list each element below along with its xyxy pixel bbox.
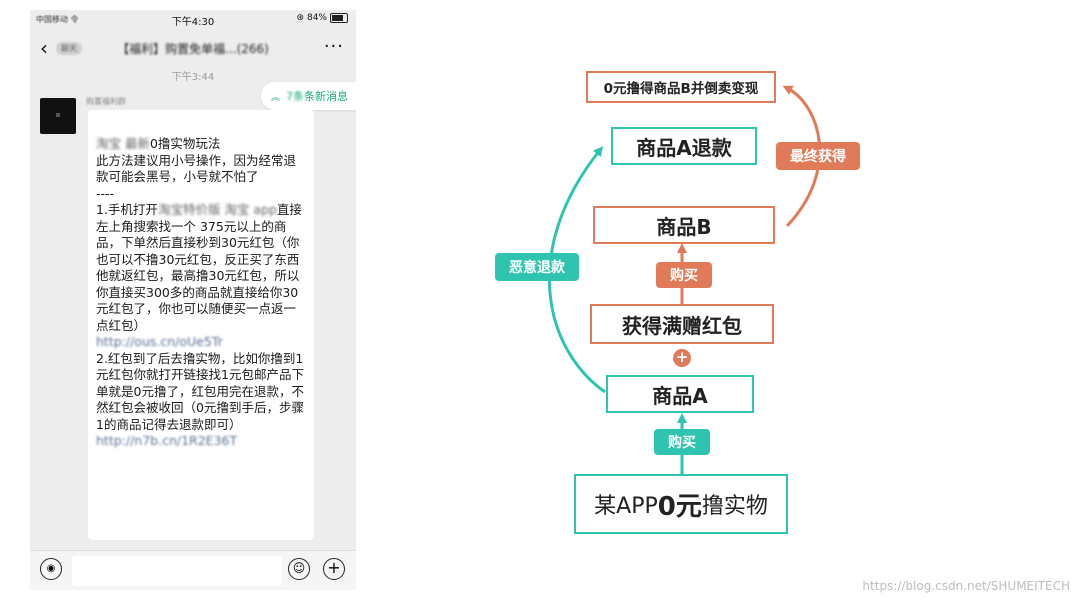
status-bar: 中国移动 令 下午4:30 ⊛ 84% [30,10,356,30]
phone-screenshot: 中国移动 令 下午4:30 ⊛ 84% ‹ 聊天 【福利】购置免单福...(26… [30,10,356,590]
message-bubble[interactable]: 淘宝 最新0撸实物玩法 此方法建议用小号操作，因为经常退款可能会黑号，小号就不怕… [88,110,314,540]
node-coupon: 获得满赠红包 [590,304,774,344]
battery-icon [330,13,348,23]
new-messages-count: 7条 [286,90,304,103]
message-text-intro: 0撸实物玩法 此方法建议用小号操作，因为经常退款可能会黑号，小号就不怕了 ---… [96,136,297,217]
chat-title: 【福利】购置免单福...(266) [117,42,269,56]
message-text-step2: 2.红包到了后去撸实物，比如你撸到1元红包你就打开链接找1元包邮产品下单就是0元… [96,350,304,432]
node-top-goal: 0元撸得商品B并倒卖变现 [586,71,776,103]
blurred-text: 淘宝 最新 [96,136,150,151]
tag-final-get: 最终获得 [776,142,860,170]
chat-nav-bar: ‹ 聊天 【福利】购置免单福...(266) ··· [30,30,356,68]
message-link-2[interactable]: http://n7b.cn/1R2E36T [96,433,238,448]
sender-name: 购置福利群 [86,97,126,106]
plus-icon-diagram: + [673,349,691,367]
source-suffix: 撸实物 [701,494,768,519]
source-zero: 0元 [657,491,702,522]
message-input[interactable] [72,556,282,586]
new-messages-label: 条新消息 [304,90,348,103]
double-chevron-up-icon: ︽ [270,92,280,103]
node-product-b: 商品B [593,206,775,244]
node-product-a: 商品A [606,375,754,413]
plus-icon[interactable]: + [323,558,345,580]
status-right: ⊛ 84% [296,13,348,23]
more-menu-button[interactable]: ··· [323,36,344,57]
voice-icon[interactable]: ◉ [40,558,62,580]
new-messages-button[interactable]: ︽ 7条 条新消息 [260,82,356,110]
source-prefix: 某APP [594,494,658,519]
tag-buy-teal: 购买 [654,429,710,455]
back-badge[interactable]: 聊天 [56,42,82,55]
arrow-a-to-refund [547,146,606,394]
rotation-lock-icon: ⊛ [296,13,304,23]
message-text-step1: 直接左上角搜索找一个 375元以上的商品，下单然后直接秒到30元红包（你也可以不… [96,202,302,333]
avatar-mark [56,113,60,117]
tag-malicious-refund: 恶意退款 [495,253,579,281]
chat-input-bar: ◉ ☺ + [30,550,356,590]
status-time: 下午4:30 [171,17,215,28]
back-chevron-icon[interactable]: ‹ [40,36,48,60]
node-refund-a: 商品A退款 [611,127,757,165]
emoji-icon[interactable]: ☺ [288,558,310,580]
chat-timestamp: 下午3:44 [171,72,215,83]
battery-percent: 84% [306,13,327,23]
watermark: https://blog.csdn.net/SHUMEITECH [862,579,1070,593]
tag-buy-orange: 购买 [656,262,712,288]
avatar[interactable] [40,98,76,134]
message-link-1[interactable]: http://ous.cn/oUe5Tr [96,334,223,349]
carrier-label: 中国移动 令 [36,15,79,24]
blurred-app-name: 淘宝特价版 淘宝 app [157,202,277,217]
